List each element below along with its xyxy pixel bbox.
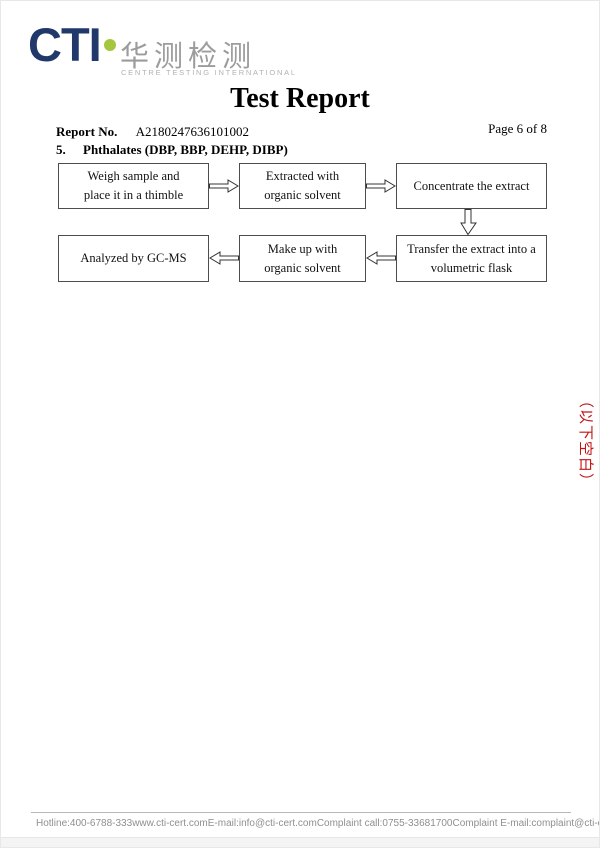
arrow-left-icon [209,251,239,265]
footer-divider [31,812,571,813]
arrow-down-icon [460,209,477,235]
report-no-value: A2180247636101002 [135,124,250,139]
red-margin-stamp: （以下空白） [577,393,594,490]
flow-step-line: volumetric flask [430,260,513,275]
flow-step-analyzed-gcms: Analyzed by GC-MS [58,235,209,282]
cti-logo-green-dot-icon [104,39,116,51]
footer-email: E-mail:info@cti-cert.com [207,818,317,829]
flow-step-line: Make up with [267,241,338,256]
flow-step-line: Concentrate the extract [413,178,530,193]
footer-complaint-call: Complaint call:0755-33681700 [316,818,453,829]
footer-website: www.cti-cert.com [132,818,208,829]
section-heading: 5. Phthalates (DBP, BBP, DEHP, DIBP) [56,142,288,158]
flow-step-extract: Extracted with organic solvent [239,163,366,209]
cti-logo-acronym: CTI [28,18,102,71]
arrow-right-icon [366,179,396,193]
procedure-flowchart: Weigh sample and place it in a thimble E… [1,1,599,321]
arrow-left-icon [366,251,396,265]
report-no-label: Report No. [56,124,118,139]
section-number: 5. [56,142,66,157]
cti-logo: CTI 华测检测 CENTRE TESTING INTERNATIONAL [28,18,295,78]
flow-step-line: organic solvent [264,260,341,275]
flow-step-transfer-flask: Transfer the extract into a volumetric f… [396,235,547,282]
cti-logo-subtitle: CENTRE TESTING INTERNATIONAL [121,68,297,77]
flow-step-line: Weigh sample and [87,169,180,183]
flow-step-line: organic solvent [264,188,341,202]
report-meta-row: Report No. A2180247636101002 Page 6 of 8 [56,121,547,140]
flow-step-line: Analyzed by GC-MS [80,251,187,265]
page-indicator: Page 6 of 8 [488,121,547,136]
page-title: Test Report [230,83,370,114]
flow-step-line: Extracted with [265,169,340,183]
footer-contact-row: Hotline:400-6788-333 www.cti-cert.com E-… [36,818,599,829]
flow-step-line: Transfer the extract into a [407,241,536,256]
section-title: Phthalates (DBP, BBP, DEHP, DIBP) [83,142,288,157]
flow-step-concentrate: Concentrate the extract [396,163,547,209]
flow-step-line: place it in a thimble [83,188,184,202]
flow-step-make-up: Make up with organic solvent [239,235,366,282]
footer-complaint-email: Complaint E-mail:complaint@cti-cert.com [452,818,599,829]
arrow-right-icon [209,179,239,193]
page-bottom-edge [1,837,599,847]
flow-step-weigh-sample: Weigh sample and place it in a thimble [58,163,209,209]
cti-logo-chinese-name: 华测检测 [120,41,257,73]
footer-hotline: Hotline:400-6788-333 [36,818,133,829]
